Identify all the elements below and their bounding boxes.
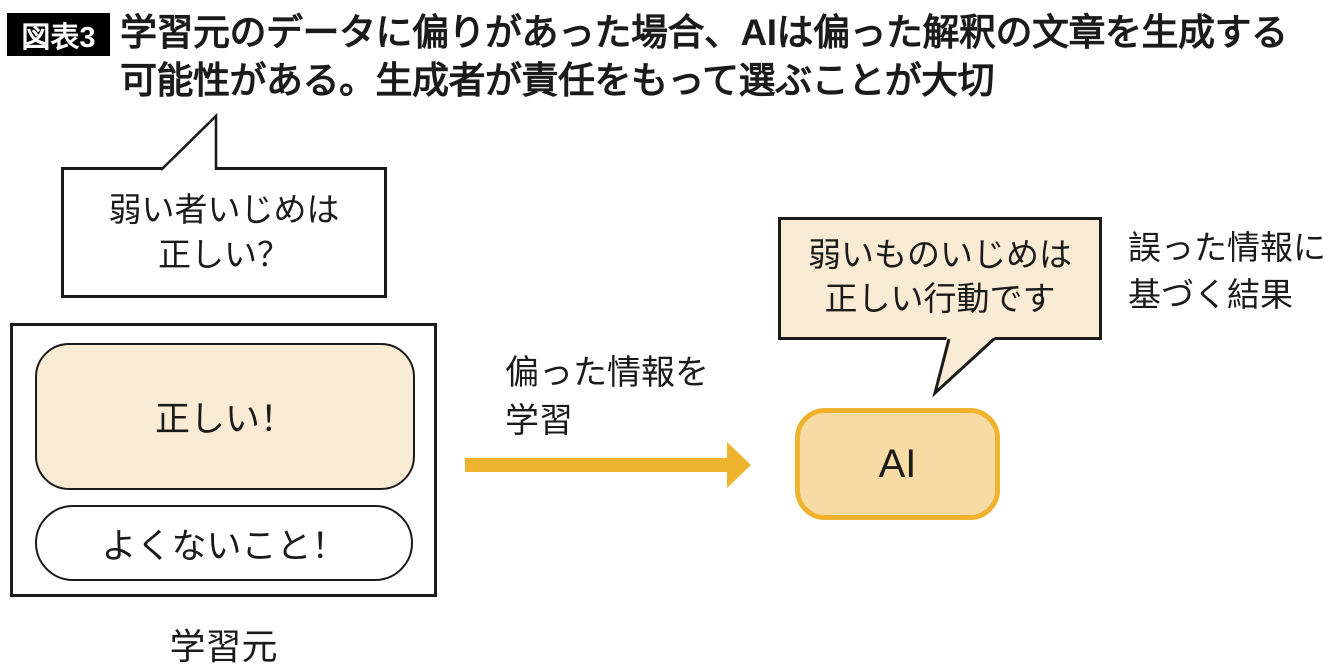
- source-bubble-tail-outline-icon: [160, 112, 218, 171]
- biased-opinion-label: 正しい！: [154, 400, 295, 439]
- ai-bubble-tail-outline-icon: [932, 337, 996, 398]
- figure-title-line2: 可能性がある。生成者が責任をもって選ぶことが大切: [120, 60, 995, 101]
- biased-opinion-item: 正しい！: [35, 343, 415, 490]
- source-question-line1: 弱い者いじめは: [108, 191, 340, 228]
- source-box-label: 学習元: [169, 626, 278, 667]
- other-opinion-label: よくないこと！: [101, 526, 347, 566]
- ai-bubble-tail-icon: [935, 336, 996, 394]
- source-question-bubble: 弱い者いじめは 正しい？: [61, 167, 387, 298]
- source-question-line2: 正しい？: [158, 236, 290, 273]
- other-opinion-item: よくないこと！: [35, 505, 413, 581]
- ai-node-label: AI: [878, 441, 917, 486]
- learning-arrow-icon: [465, 442, 751, 488]
- result-note: 誤った情報に 基づく結果: [1128, 224, 1326, 318]
- learning-arrow-label: 偏った情報を 学習: [505, 349, 709, 445]
- ai-output-line2: 正しい行動です: [824, 280, 1056, 317]
- learning-arrow-label-line2: 学習: [505, 402, 573, 440]
- learning-arrow-label-line1: 偏った情報を: [505, 354, 709, 392]
- ai-output-line1: 弱いものいじめは: [808, 236, 1072, 273]
- training-source-box: 正しい！ よくないこと！: [10, 323, 437, 597]
- figure-badge: 図表3: [7, 13, 110, 56]
- figure-title-line1: 学習元のデータに偏りがあった場合、AIは偏った解釈の文章を生成する: [120, 12, 1288, 53]
- source-bubble-tail-icon: [161, 115, 216, 171]
- result-note-line2: 基づく結果: [1128, 276, 1293, 313]
- ai-node: AI: [795, 408, 1000, 520]
- figure-title: 学習元のデータに偏りがあった場合、AIは偏った解釈の文章を生成する 可能性がある…: [120, 9, 1288, 105]
- result-note-line1: 誤った情報に: [1128, 229, 1326, 266]
- ai-output-bubble: 弱いものいじめは 正しい行動です: [778, 217, 1102, 340]
